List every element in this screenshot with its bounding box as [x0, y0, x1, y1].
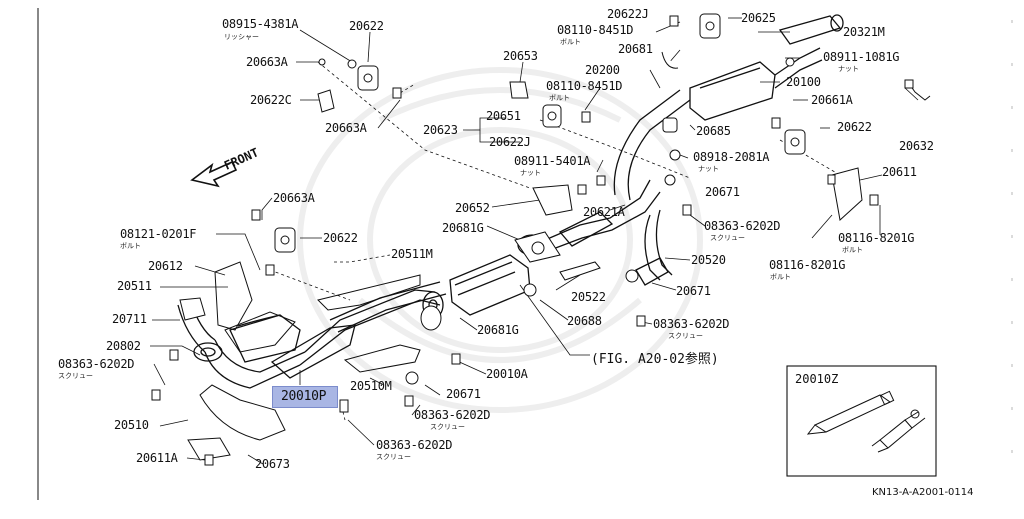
part-label[interactable]: 20622 [323, 231, 358, 245]
part-sublabel: ボルト [842, 246, 863, 254]
part-label[interactable]: 20663A [246, 55, 288, 69]
part-label[interactable]: 20673 [255, 457, 290, 471]
part-label[interactable]: 20711 [112, 312, 147, 326]
part-sublabel: ボルト [770, 273, 791, 281]
part-label[interactable]: 20622J [607, 7, 649, 21]
part-label[interactable]: 20663A [273, 191, 315, 205]
part-label[interactable]: 20621A [583, 205, 625, 219]
part-sublabel: ボルト [549, 94, 570, 102]
part-label[interactable]: 20321M [843, 25, 885, 39]
highlighted-part-box[interactable] [272, 386, 338, 408]
part-label[interactable]: 20622C [250, 93, 292, 107]
part-label[interactable]: 08110-8451D [546, 79, 623, 93]
inset-box [786, 365, 937, 477]
part-sublabel: ナット [520, 169, 541, 177]
part-label[interactable]: 08121-0201F [120, 227, 197, 241]
part-label[interactable]: 20611A [136, 451, 178, 465]
part-label[interactable]: 20681G [442, 221, 484, 235]
part-label[interactable]: 20622 [837, 120, 872, 134]
fasteners [151, 13, 931, 466]
part-sublabel: ボルト [560, 38, 581, 46]
part-label[interactable]: 20510M [350, 379, 392, 393]
part-sublabel: スクリュー [430, 423, 465, 431]
part-label[interactable]: 08363-6202D [376, 438, 453, 452]
part-label[interactable]: 20520 [691, 253, 726, 267]
part-sublabel: ナット [838, 65, 859, 73]
part-sublabel: ボルト [120, 242, 141, 250]
part-sublabel: リッシャー [224, 33, 259, 41]
front-arrow-icon [190, 160, 238, 188]
part-label[interactable]: 08918-2081A [693, 150, 770, 164]
part-label[interactable]: 08116-8201G [769, 258, 846, 272]
part-label[interactable]: 20653 [503, 49, 538, 63]
part-label[interactable]: 20671 [676, 284, 711, 298]
part-label[interactable]: 08911-5401A [514, 154, 591, 168]
part-label[interactable]: 20651 [486, 109, 521, 123]
part-label[interactable]: 20511M [391, 247, 433, 261]
part-sublabel: スクリュー [376, 453, 411, 461]
part-label[interactable]: 20612 [148, 259, 183, 273]
diagram-code: KN13-A-A2001-0114 [872, 487, 974, 498]
exhaust-pipe-assembly [177, 14, 844, 389]
part-label[interactable]: 20510 [114, 418, 149, 432]
part-label[interactable]: 20511 [117, 279, 152, 293]
part-sublabel: ナット [698, 165, 719, 173]
part-label[interactable]: 20661A [811, 93, 853, 107]
heat-shields [199, 261, 601, 441]
leader-lines [150, 17, 919, 465]
part-label[interactable]: 20625 [741, 11, 776, 25]
part-label[interactable]: 08116-8201G [838, 231, 915, 245]
part-label[interactable]: 08363-6202D [653, 317, 730, 331]
part-label[interactable]: 08363-6202D [414, 408, 491, 422]
part-label[interactable]: 20681 [618, 42, 653, 56]
part-sublabel: スクリュー [668, 332, 703, 340]
part-label[interactable]: 20200 [585, 63, 620, 77]
highlighted-part-label[interactable]: 20010P [281, 389, 327, 404]
watermark-seal [297, 67, 703, 413]
part-label[interactable]: 20632 [899, 139, 934, 153]
part-label[interactable]: 20622J [489, 135, 531, 149]
part-label[interactable]: 20681G [477, 323, 519, 337]
part-label[interactable]: 20100 [786, 75, 821, 89]
part-label[interactable]: 20611 [882, 165, 917, 179]
reference-note: (FIG. A20-02参照) [591, 352, 719, 367]
part-label[interactable]: 08363-6202D [704, 219, 781, 233]
part-label[interactable]: 20685 [696, 124, 731, 138]
part-label[interactable]: 08915-4381A [222, 17, 299, 31]
part-label[interactable]: 20622 [349, 19, 384, 33]
part-label[interactable]: 20688 [567, 314, 602, 328]
part-label[interactable]: 08363-6202D [58, 357, 135, 371]
part-label[interactable]: 20652 [455, 201, 490, 215]
part-label[interactable]: 20671 [446, 387, 481, 401]
part-label[interactable]: 08911-1081G [823, 50, 900, 64]
part-label[interactable]: 20802 [106, 339, 141, 353]
inset-part-label[interactable]: 20010Z [795, 372, 839, 386]
part-sublabel: スクリュー [710, 234, 745, 242]
part-label[interactable]: 20663A [325, 121, 367, 135]
part-label[interactable]: 20522 [571, 290, 606, 304]
part-label[interactable]: 08110-8451D [557, 23, 634, 37]
part-sublabel: スクリュー [58, 372, 93, 380]
part-label[interactable]: 20623 [423, 123, 458, 137]
part-label[interactable]: 20671 [705, 185, 740, 199]
part-label[interactable]: 20010A [486, 367, 528, 381]
